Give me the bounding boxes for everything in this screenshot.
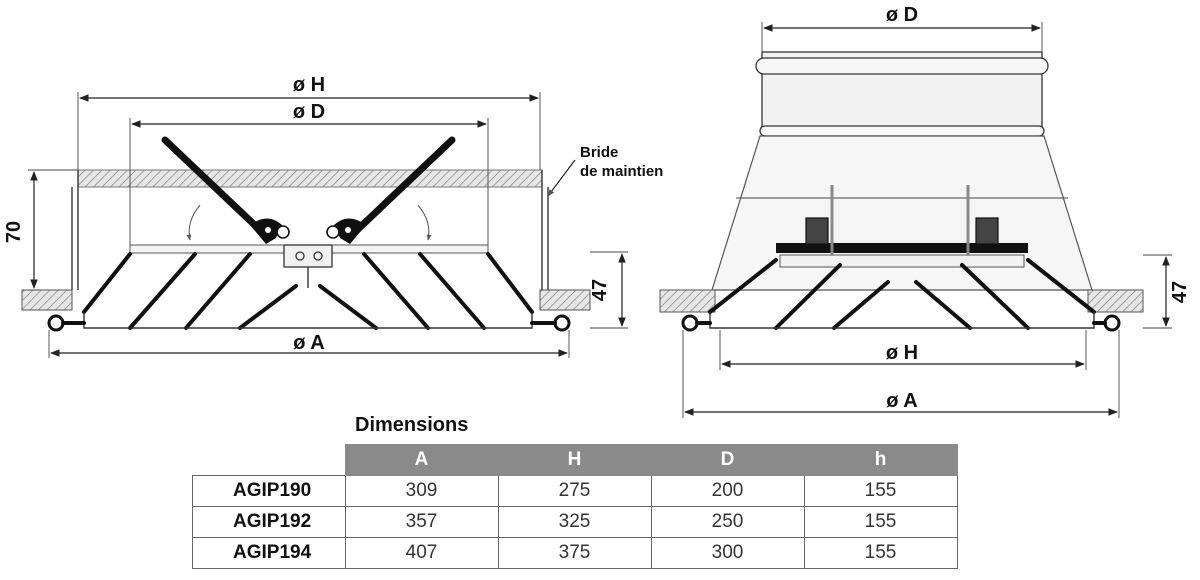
left-dim-a-label: ø A [293, 332, 324, 354]
table-cell: 357 [344, 506, 499, 538]
dimensions-table: A H D h AGIP190 309 275 200 155 AGIP192 … [192, 444, 958, 569]
table-cell: 250 [650, 506, 805, 538]
table-cell-model: AGIP192 [192, 506, 346, 538]
table-cell: 309 [344, 475, 499, 507]
left-dim-47-label: 47 [589, 279, 611, 301]
left-rolled-edge-right [553, 314, 571, 332]
left-view: ø H ø D ø A 70 47 Bride de maintien [3, 74, 663, 358]
table-cell: 300 [650, 537, 805, 569]
right-diffuser-blades [708, 258, 1096, 330]
bride-de-maintien-bar [77, 169, 543, 188]
left-dim-h-label: ø H [293, 74, 325, 96]
table-header-corner [193, 445, 346, 476]
table-header-h: H [497, 444, 652, 476]
table-cell: 407 [344, 537, 499, 569]
table-cell-model: AGIP190 [192, 475, 346, 507]
right-dim-a-label: ø A [886, 390, 917, 412]
right-dim-47-label: 47 [1169, 281, 1191, 303]
table-cell: 325 [497, 506, 652, 538]
spring-clip-arms [161, 136, 456, 244]
table-cell: 200 [650, 475, 805, 507]
left-ceiling-slab-right [539, 289, 591, 311]
right-dim-h-label: ø H [886, 342, 918, 364]
table-cell: 375 [497, 537, 652, 569]
table-row: AGIP192 357 325 250 155 [192, 506, 958, 538]
table-cell: 155 [803, 506, 958, 538]
table-cell: 275 [497, 475, 652, 507]
left-dim-d-label: ø D [293, 101, 325, 123]
table-header-d: D [650, 444, 805, 476]
right-dim-d-label: ø D [886, 4, 918, 26]
callout-bride-line1: Bride [580, 144, 618, 161]
table-row: AGIP194 407 375 300 155 [192, 537, 958, 569]
table-row: AGIP190 309 275 200 155 [192, 475, 958, 507]
left-rolled-edge-left [47, 314, 65, 332]
table-cell: 155 [803, 475, 958, 507]
callout-bride-line2: de maintien [580, 163, 663, 180]
left-dim-70-label: 70 [3, 221, 25, 243]
right-view: ø D ø H ø A 47 [659, 4, 1191, 418]
center-bracket [283, 244, 333, 268]
table-cell-model: AGIP194 [192, 537, 346, 569]
table-header-h-small: h [803, 444, 958, 476]
left-ceiling-slab-left [21, 289, 73, 311]
dimensions-table-title: Dimensions [355, 414, 469, 436]
left-diffuser-blades [82, 252, 534, 330]
technical-drawing: ø H ø D ø A 70 47 Bride de maintien [3, 4, 1191, 418]
table-header-row: A H D h [193, 444, 958, 476]
table-cell: 155 [803, 537, 958, 569]
table-header-a: A [344, 444, 499, 476]
